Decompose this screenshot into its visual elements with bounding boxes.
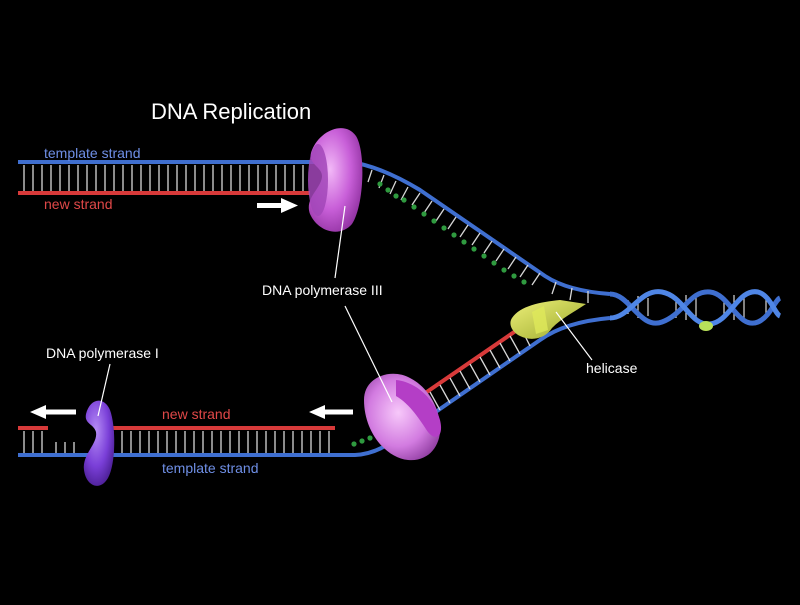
direction-arrows [30, 198, 353, 419]
dna-polymerase-i [83, 400, 115, 486]
dna-polymerase-i-label: DNA polymerase I [46, 345, 159, 361]
arrow-right-top [257, 198, 298, 213]
double-helix [609, 289, 782, 331]
top-new-strand-label: new strand [44, 196, 113, 212]
arrow-left-bottom-left [30, 405, 76, 419]
helicase-label: helicase [586, 360, 638, 376]
bottom-template-strand-line [18, 316, 611, 457]
arrow-left-bottom-right [309, 405, 353, 419]
bottom-new-strand-label: new strand [162, 406, 231, 422]
bottom-base-pairs [23, 329, 531, 453]
dna-polymerase-iii-label: DNA polymerase III [262, 282, 383, 298]
top-template-strand-line [18, 160, 611, 296]
label-pointer-lines [97, 205, 593, 417]
diagram-title: DNA Replication [151, 99, 312, 124]
okazaki-fragment-line [416, 326, 522, 400]
dna-polymerase-iii-bottom [364, 373, 442, 461]
top-base-pairs [23, 165, 589, 303]
helicase-protein [510, 300, 586, 339]
top-template-strand-label: template strand [44, 145, 141, 161]
dna-polymerase-iii-top [308, 128, 363, 232]
single-strand-binding-dots [377, 181, 527, 285]
bottom-template-strand-label: template strand [162, 460, 259, 476]
